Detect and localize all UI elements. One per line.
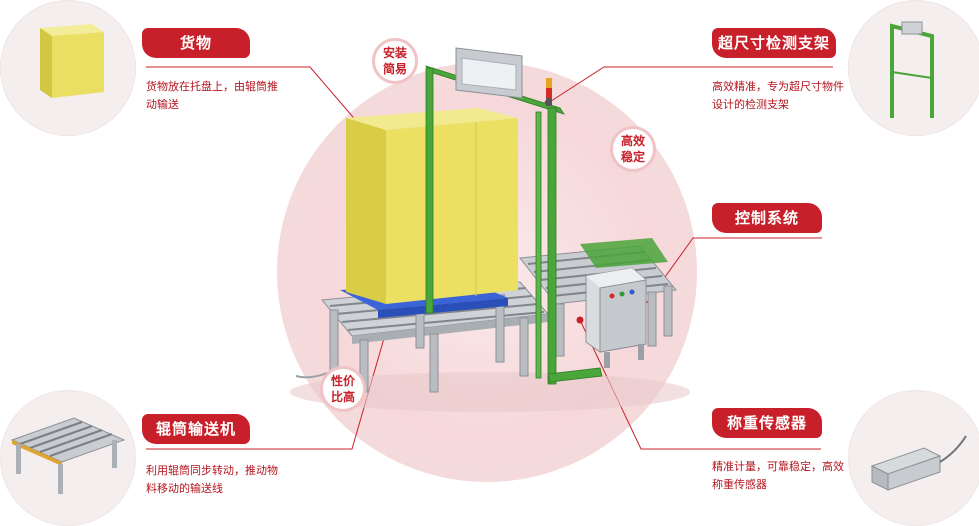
scale-desc: 精准计量，可靠稳定，高效称重传感器: [712, 460, 844, 491]
leader-frame: [547, 66, 833, 104]
signal-tower: [546, 78, 552, 106]
frame-thumbnail: [890, 23, 934, 118]
frame-desc: 高效精准，专为超尺寸物件设计的检测支架: [712, 80, 844, 111]
roller-title: 辊筒输送机: [142, 414, 250, 444]
loadcell-thumbnail: [870, 435, 967, 491]
cargo-desc: 货物放在托盘上，由辊筒推动输送: [146, 80, 278, 111]
frame-title: 超尺寸检测支架: [712, 28, 836, 58]
scale-title: 称重传感器: [712, 408, 822, 438]
display-panel: [455, 47, 523, 99]
leader-roller: [146, 327, 388, 450]
cargo-title: 货物: [142, 28, 250, 58]
bubble-install: 安装简易: [372, 38, 418, 84]
roller-thumbnail: [10, 417, 126, 494]
bubble-efficient: 高效稳定: [610, 126, 656, 172]
cargo-thumbnail: [40, 24, 104, 98]
bubble-value: 性价比高: [320, 366, 366, 412]
roller-desc: 利用辊筒同步转动，推动物料移动的输送线: [146, 464, 278, 495]
control-title: 控制系统: [712, 203, 822, 233]
control-cabinet: [585, 267, 647, 368]
leader-scale: [579, 319, 821, 450]
